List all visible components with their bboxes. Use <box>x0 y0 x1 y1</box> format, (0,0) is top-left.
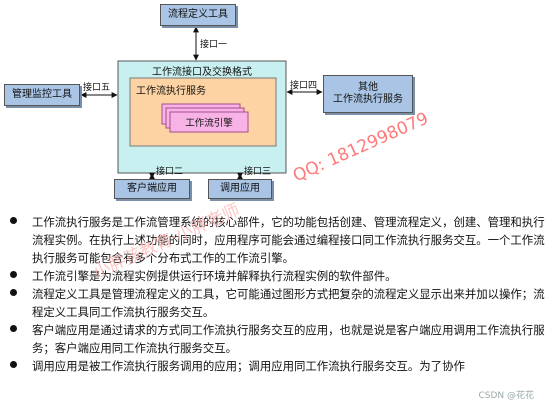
process-definition-tool: 流程定义工具 <box>160 4 236 26</box>
other-exec-service: 其他 工作流执行服务 <box>323 75 413 113</box>
bullet-item: 工作流执行服务是工作流管理系统的核心部件，它的功能包括创建、管理流程定义，创建、… <box>0 213 554 267</box>
bullet-dot-icon <box>10 361 17 368</box>
engine-label: 工作流引擎 <box>185 118 233 129</box>
interface-2-label: 接口二 <box>156 167 184 177</box>
csdn-credit: CSDN @花花 <box>478 391 534 401</box>
interface-4-label: 接口四 <box>290 81 318 91</box>
interface-3-label: 接口三 <box>244 167 272 177</box>
bullet-item: 工作流引擎是为流程实例提供运行环境并解释执行流程实例的软件部件。 <box>0 267 554 285</box>
bullet-item: 流程定义工具是管理流程定义的工具，它可能通过图形方式把复杂的流程定义显示出来并加… <box>0 285 554 321</box>
admin-monitor-tool: 管理监控工具 <box>4 84 80 106</box>
client-application: 客户端应用 <box>114 179 190 199</box>
interface-5-label: 接口五 <box>83 83 111 93</box>
architecture-diagram <box>80 26 323 180</box>
interface-1-label: 接口一 <box>200 40 228 50</box>
bullet-dot-icon <box>10 271 17 278</box>
description-list: 工作流执行服务是工作流管理系统的核心部件，它的功能包括创建、管理流程定义，创建、… <box>0 213 554 375</box>
bullet-item: 调用应用是被工作流执行服务调用的应用；调用应用同工作流执行服务交互。为了协作 <box>0 357 554 375</box>
bullet-item: 客户端应用是通过请求的方式同工作流执行服务交互的应用，也就是说是客户端应用调用工… <box>0 321 554 357</box>
bullet-dot-icon <box>10 289 17 296</box>
bullet-dot-icon <box>10 217 17 224</box>
bullet-dot-icon <box>10 325 17 332</box>
outer-system-title: 工作流接口及交换格式 <box>152 67 252 78</box>
invoked-application: 调用应用 <box>208 179 272 199</box>
exec-service-title: 工作流执行服务 <box>136 86 206 97</box>
